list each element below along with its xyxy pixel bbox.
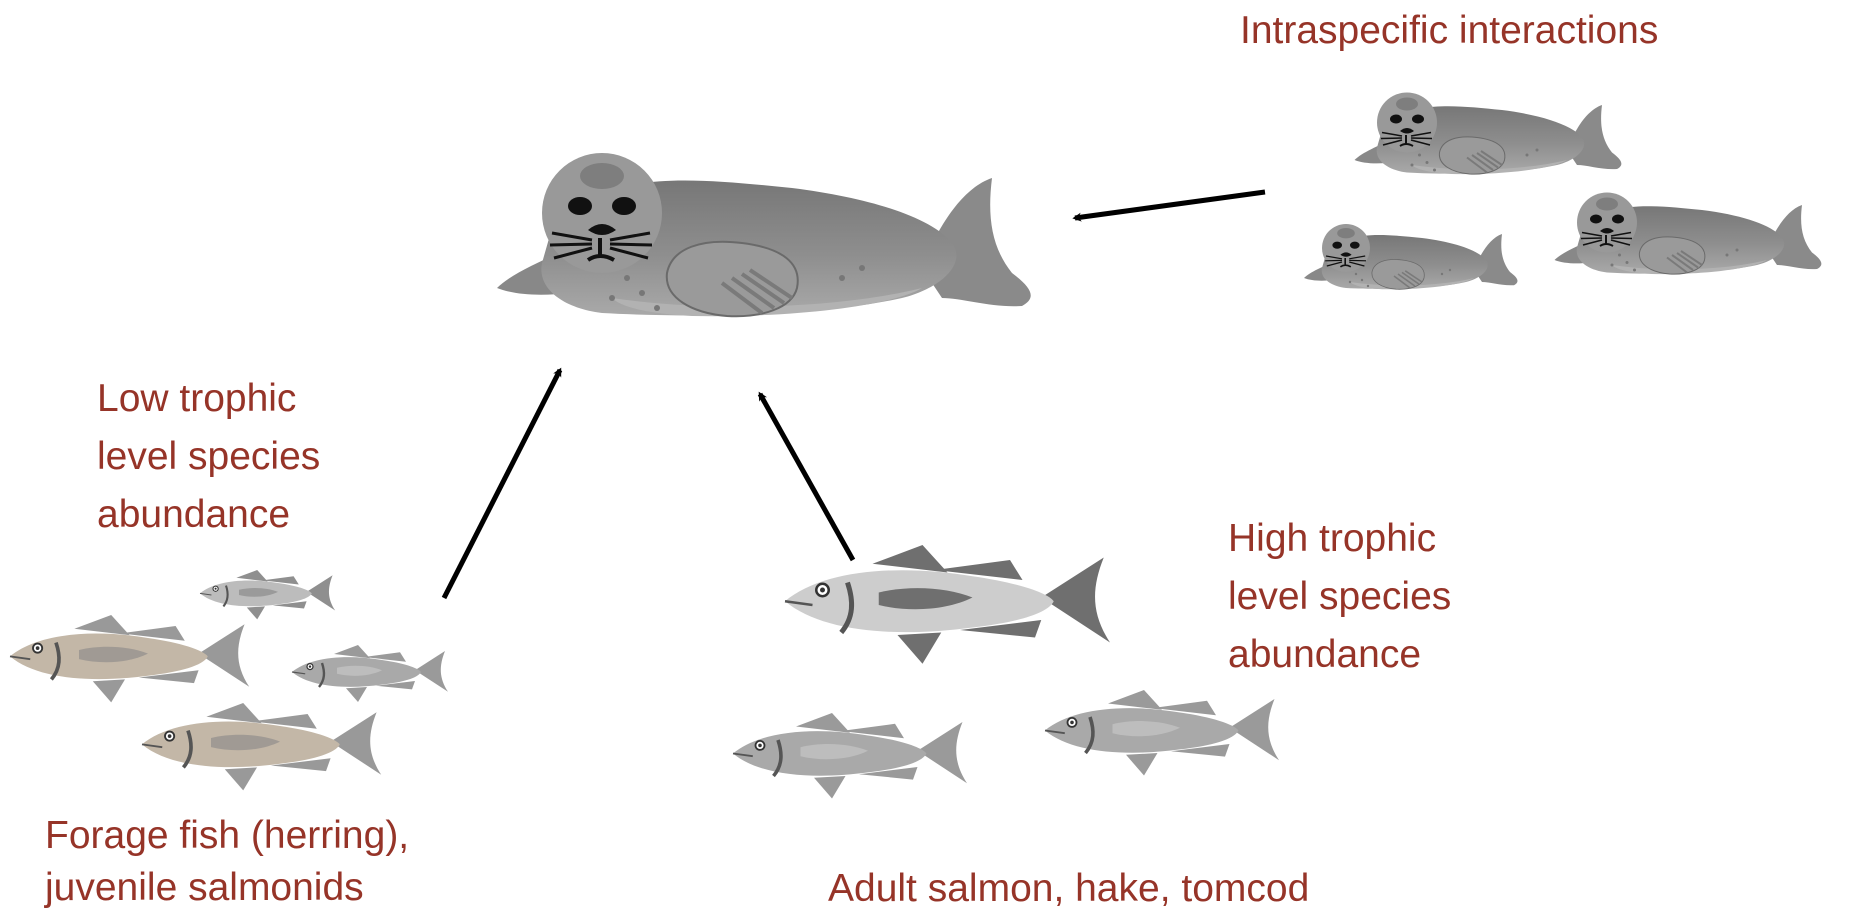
fish-icon-tan-2 xyxy=(142,703,381,790)
adult-fish-group xyxy=(733,545,1279,799)
low-trophic-line-2: level species xyxy=(97,428,320,486)
adult-fish-label: Adult salmon, hake, tomcod xyxy=(828,860,1309,918)
forage-line-1: Forage fish (herring), xyxy=(45,810,409,862)
arrow-low-trophic xyxy=(444,370,560,598)
fish-icon-gray-2 xyxy=(733,713,967,799)
fish-icon-small xyxy=(200,570,335,619)
forage-fish-label: Forage fish (herring), juvenile salmonid… xyxy=(45,810,409,914)
forage-line-2: juvenile salmonids xyxy=(45,862,409,914)
low-trophic-line-3: abundance xyxy=(97,486,320,544)
high-trophic-label: High trophic level species abundance xyxy=(1228,510,1451,684)
forage-fish-group xyxy=(10,570,448,790)
high-trophic-line-1: High trophic xyxy=(1228,510,1451,568)
fish-icon-gray-1 xyxy=(292,645,448,702)
intraspecific-label: Intraspecific interactions xyxy=(1240,2,1658,60)
low-trophic-line-1: Low trophic xyxy=(97,370,320,428)
fish-icon-large xyxy=(785,545,1110,664)
main-seal-icon xyxy=(497,153,1031,316)
seal-group xyxy=(1304,93,1821,290)
high-trophic-line-3: abundance xyxy=(1228,626,1451,684)
low-trophic-label: Low trophic level species abundance xyxy=(97,370,320,544)
arrow-intraspecific xyxy=(1075,192,1265,218)
fish-icon-gray-3 xyxy=(1045,690,1279,776)
seal-icon-left xyxy=(1304,224,1517,289)
high-trophic-line-2: level species xyxy=(1228,568,1451,626)
seal-icon-top xyxy=(1355,93,1622,175)
seal-icon-right xyxy=(1555,193,1822,275)
fish-icon-tan-1 xyxy=(10,615,249,702)
arrow-high-trophic xyxy=(760,394,853,560)
